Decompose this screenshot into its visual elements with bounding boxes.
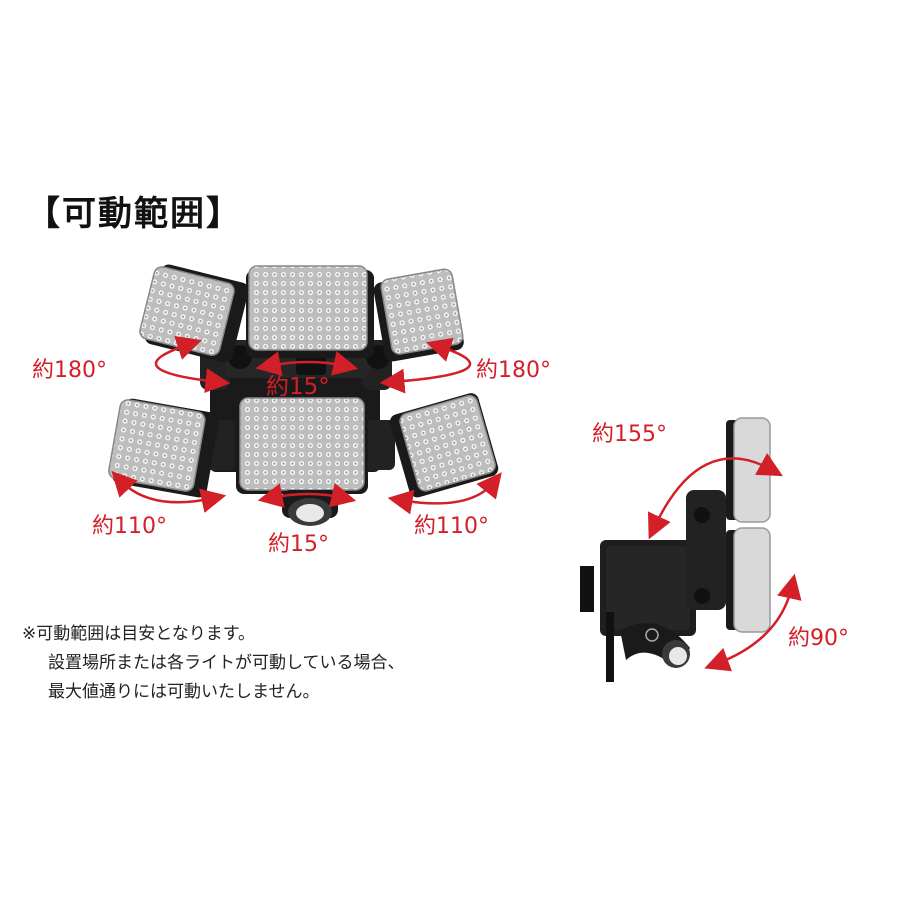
label-side-top: 約155° [592, 422, 667, 447]
arrow-side-top [648, 453, 783, 540]
arrow-bottom-center [257, 482, 357, 508]
label-top-left: 約180° [32, 358, 107, 383]
label-bottom-left: 約110° [92, 514, 167, 539]
arrow-bottom-left [111, 470, 227, 513]
label-top-center: 約15° [266, 374, 330, 400]
top-left-head [139, 264, 249, 363]
label-side-bottom: 約90° [788, 626, 849, 651]
label-bottom-center: 約15° [268, 532, 329, 557]
wall-bracket [580, 566, 594, 612]
arrow-side-bottom [704, 573, 802, 672]
side-head-bottom [733, 527, 771, 633]
arrow-top-left [154, 335, 231, 394]
label-top-right: 約180° [476, 358, 551, 383]
top-center-head [246, 265, 374, 358]
disclaimer-note: ※可動範囲は目安となります。 設置場所または各ライトが可動している場合、 最大値… [22, 620, 405, 707]
side-light-unit [580, 417, 771, 682]
arrow-top-center [255, 351, 359, 376]
top-right-head [373, 268, 464, 362]
arrow-top-right [379, 337, 472, 394]
rotation-arrows [111, 335, 802, 672]
page-title: 【可動範囲】 [26, 194, 242, 234]
cable [606, 612, 614, 682]
bottom-center-head [236, 396, 368, 494]
arrow-bottom-right [387, 472, 502, 515]
side-head-top [733, 417, 771, 523]
label-bottom-right: 約110° [414, 514, 489, 539]
note-line-3: 最大値通りには可動いたしません。 [48, 682, 320, 702]
bottom-right-head [389, 393, 499, 498]
note-line-1: ※可動範囲は目安となります。 [22, 624, 256, 644]
note-line-2: 設置場所または各ライトが可動している場合、 [48, 653, 405, 673]
